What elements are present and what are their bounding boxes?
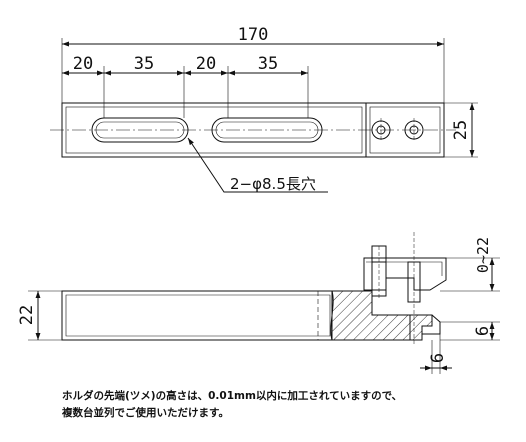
tip-claw xyxy=(409,314,441,341)
dim-tip-width: 6 xyxy=(428,353,448,363)
slot-1 xyxy=(91,117,189,143)
note-line-2: 複数台並列でご使用いただけます。 xyxy=(62,407,229,419)
top-view xyxy=(50,38,478,193)
slot-leader xyxy=(187,137,328,193)
clamp-side xyxy=(363,257,447,291)
dim-tip-height: 6 xyxy=(473,326,493,336)
dim-seg-4: 35 xyxy=(258,54,278,74)
dim-seg-2: 35 xyxy=(134,54,154,74)
dim-seg-1: 20 xyxy=(73,54,93,74)
slot-2 xyxy=(211,117,323,143)
slot-callout: 2−φ8.5長穴 xyxy=(230,175,316,193)
dim-adjust: 0~22 xyxy=(474,237,492,273)
side-view xyxy=(28,232,500,374)
note-line-1: ホルダの先端(ツメ)の高さは、0.01mm以内に加工されていますので、 xyxy=(62,390,403,402)
dim-height: 25 xyxy=(451,120,471,140)
dim-total: 170 xyxy=(238,25,269,45)
holder-body-side xyxy=(61,290,333,341)
dim-side-height: 22 xyxy=(17,305,37,325)
dim-seg-3: 20 xyxy=(196,54,216,74)
